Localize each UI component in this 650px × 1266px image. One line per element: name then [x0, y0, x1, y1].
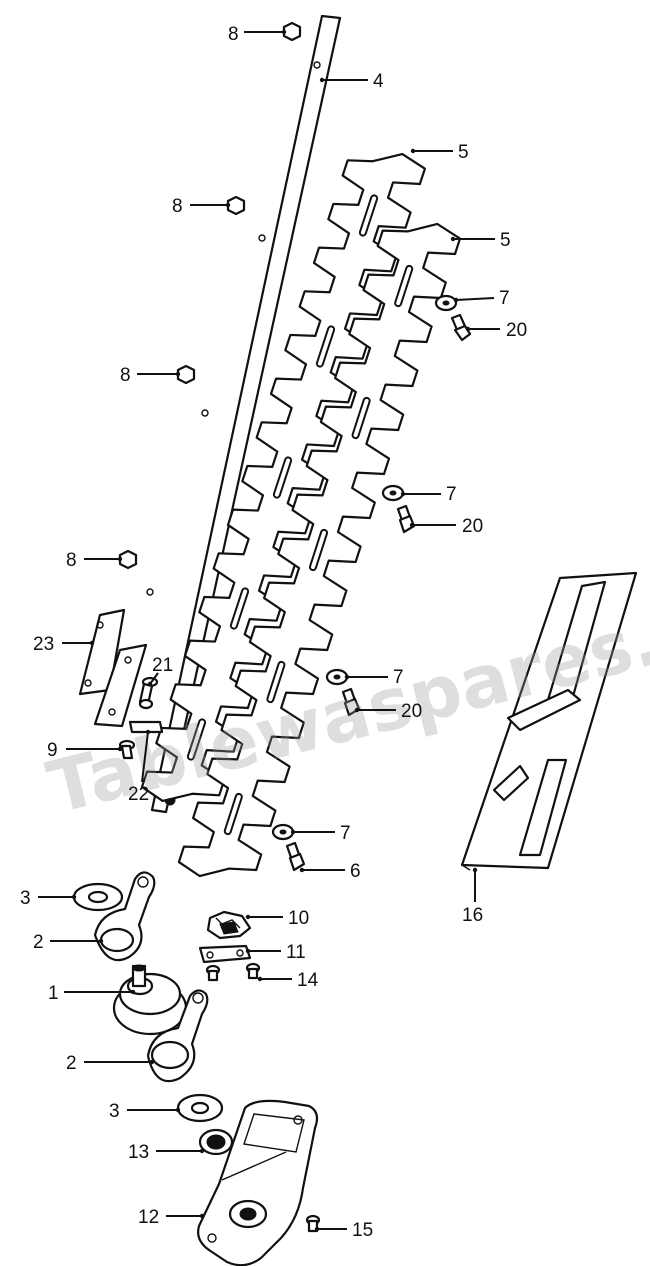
callout-number: 7 [393, 667, 404, 688]
leader-dot [199, 1148, 205, 1154]
leader-dot [225, 202, 231, 208]
leader-dot [175, 1107, 181, 1113]
blade-slot [274, 458, 291, 497]
part-7-washer [271, 294, 458, 841]
callout-number: 23 [33, 634, 54, 655]
part-3-washer-upper [72, 882, 124, 912]
part-5-blade-upper [140, 152, 427, 803]
leader-dot [344, 674, 350, 680]
blade-slot [231, 589, 248, 628]
callout-number: 8 [228, 24, 239, 45]
callout-number: 9 [47, 740, 58, 761]
leader-dot [145, 729, 151, 735]
part-2-crank-arm-lower [146, 989, 209, 1083]
part-8-nut [118, 21, 302, 570]
part-9-screw [118, 739, 136, 760]
callout-number: 14 [297, 970, 319, 991]
part-10-block [206, 910, 252, 940]
leader-dot [149, 1059, 155, 1065]
part-2-crank-arm-upper [93, 871, 156, 962]
callout-number: 2 [33, 932, 44, 953]
leader-dot [465, 326, 471, 332]
callout-number: 7 [499, 288, 510, 309]
leader-dot [147, 681, 153, 687]
leader-dot [281, 29, 287, 35]
leader-dot [199, 1213, 205, 1219]
leader-line [455, 297, 495, 301]
blade-slot [360, 196, 377, 235]
part-12-gear-case [197, 1099, 319, 1266]
callout-number: 3 [20, 888, 31, 909]
part-15-screw [305, 1214, 321, 1233]
leader-dot [453, 297, 459, 303]
leader-dot [410, 148, 416, 154]
leader-dot [117, 746, 123, 752]
leader-dot [71, 894, 77, 900]
callout-number: 20 [401, 701, 422, 722]
callout-number: 15 [352, 1220, 373, 1241]
leader-dot [245, 948, 251, 954]
callout-number: 8 [120, 365, 131, 386]
callout-number: 5 [500, 230, 511, 251]
blade-slot [310, 530, 327, 570]
callout-number: 20 [462, 516, 483, 537]
leader-dot [319, 77, 325, 83]
leader-dot [314, 1226, 320, 1232]
part-14-screw [205, 962, 261, 982]
callout-number: 12 [138, 1207, 159, 1228]
leader-dot [245, 914, 251, 920]
blade-slot [396, 266, 412, 306]
blade-slot [317, 327, 334, 366]
callout-number: 4 [373, 71, 384, 92]
callout-number: 8 [172, 196, 183, 217]
callout-number: 8 [66, 550, 77, 571]
callout-number: 7 [446, 484, 457, 505]
callout-number: 2 [66, 1053, 77, 1074]
callout-number: 7 [340, 823, 351, 844]
part-16-blade-cover [460, 571, 638, 871]
part-20-bolt [341, 313, 472, 717]
blade-slot [268, 662, 284, 702]
leader-dot [175, 371, 181, 377]
part-11-plate [198, 944, 252, 964]
blade-slot [188, 720, 205, 759]
leader-dot [472, 867, 478, 873]
part-5-blade-lower [177, 222, 462, 878]
callout-number: 11 [286, 942, 306, 963]
callout-number: 13 [128, 1142, 149, 1163]
leader-dot [89, 640, 95, 646]
part-23-bracket [78, 608, 148, 728]
leader-line [141, 731, 149, 783]
callout-number: 20 [506, 320, 527, 341]
part-22-pin [128, 720, 164, 734]
part-13-bearing [198, 1128, 234, 1156]
callout-number: 3 [109, 1101, 120, 1122]
callout-number: 5 [458, 142, 469, 163]
part-6-bolt [285, 841, 306, 872]
leader-dot [354, 707, 360, 713]
leader-dot [117, 556, 123, 562]
part-1-gear [112, 964, 188, 1036]
leader-dot [290, 829, 296, 835]
leader-dot [130, 989, 136, 995]
leader-line [149, 672, 159, 685]
blade-slot [225, 794, 241, 834]
callout-number: 1 [48, 983, 59, 1004]
callout-number: 10 [288, 908, 309, 929]
callout-number: 16 [462, 905, 483, 926]
leader-dot [257, 976, 263, 982]
leader-dot [450, 236, 456, 242]
blade-slot [353, 398, 369, 438]
leader-dot [400, 491, 406, 497]
leader-dot [409, 522, 415, 528]
callout-number: 21 [152, 655, 173, 676]
leader-dot [98, 938, 104, 944]
leader-dot [299, 867, 305, 873]
callout-number: 6 [350, 861, 361, 882]
part-3-washer-lower [176, 1093, 224, 1123]
callout-number: 22 [128, 784, 149, 805]
